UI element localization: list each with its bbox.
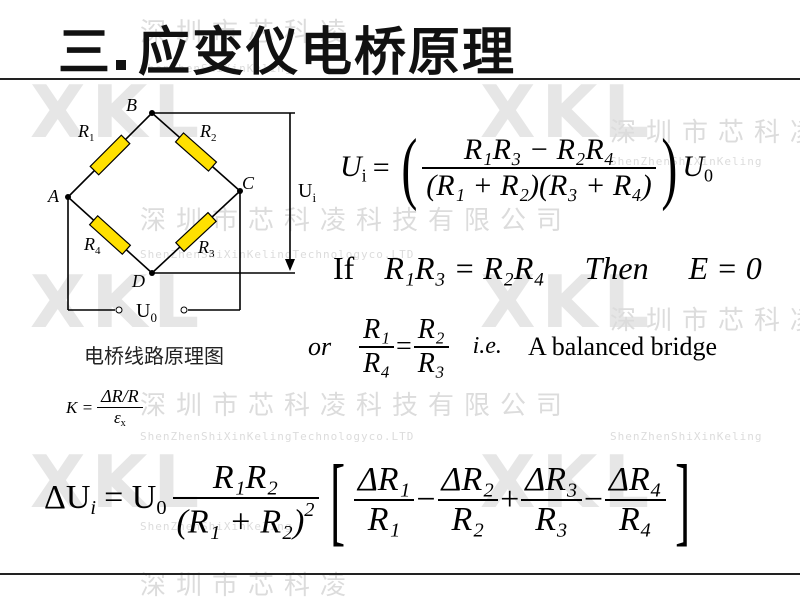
resistor-r2 [174, 132, 218, 172]
eq2-bracket-left: [ [329, 444, 345, 555]
watermark-company-cn: 深圳市芯科凌 [140, 18, 357, 48]
eq1-equals: = [372, 151, 390, 184]
eq2-op-3: − [583, 481, 604, 518]
node-d-label: D [131, 271, 145, 291]
balance-ie: i.e. [472, 333, 502, 360]
condition-rhs: E = 0 [688, 250, 762, 286]
node-b-label: B [126, 95, 137, 115]
equation-ui: Ui = ( R₁R₃ − R₂R₄ (R₁ + R₂)(R₃ + R₄) ) … [340, 128, 713, 208]
condition-if: If [333, 250, 355, 286]
eq2-op-2: + [500, 481, 520, 518]
eq2-term-3: ΔR₃ R₃ [521, 461, 582, 539]
watermark-company-en: ShenZhenShiXinKelingTechnologyco.LTD [140, 248, 415, 261]
balance-fraction-2: R₂ R₃ [413, 314, 449, 380]
eq2-lhs: ΔUi [44, 479, 97, 520]
watermark-logo: XKL [30, 260, 206, 344]
eq2-term-1: ΔR₁ R₁ [353, 461, 415, 539]
eq1-rhs: U0 [682, 149, 714, 186]
balance-text: A balanced bridge [527, 331, 718, 361]
gauge-lhs: K = [66, 397, 94, 417]
eq2-term-2: ΔR₂ R₂ [437, 461, 499, 539]
resistor-r4 [88, 214, 132, 256]
title-number: 三 [58, 23, 113, 83]
watermark-company-cn: 深圳市芯科凌 [610, 118, 800, 148]
footer-line [0, 573, 800, 575]
condition-then: Then [584, 250, 649, 286]
eq1-fraction: R₁R₃ − R₂R₄ (R₁ + R₂)(R₃ + R₄) [422, 133, 656, 203]
watermark-logo: XKL [480, 70, 656, 154]
watermark-logo: XKL [30, 70, 206, 154]
bridge-circuit-diagram: A B C D R1 R2 R4 R3 Ui U0 [47, 95, 316, 325]
node-a-label: A [47, 186, 60, 206]
watermark-company-cn: 深圳市芯科凌科技有限公司 [140, 391, 573, 421]
eq1-fraction-bar [422, 167, 656, 169]
resistor-r3 [174, 211, 218, 253]
ui-label: Ui [298, 180, 316, 205]
circuit-caption: 电桥线路原理图 [84, 344, 224, 368]
condition-lhs: R₁R₃ = R₂R₄ [384, 250, 545, 286]
eq2-coefficient: R₁R₂ (R₁ + R₂)2 [172, 459, 319, 541]
title-text: 应变仪电桥原理 [138, 23, 517, 83]
watermark-company-cn: 深圳市芯科凌 [610, 306, 800, 336]
balance-ratio: or R₁ R₄ = R₂ R₃ i.e. A balanced bridge [308, 314, 717, 380]
watermark-logo: XKL [30, 440, 206, 524]
equation-delta-ui: ΔUi = U0 R₁R₂ (R₁ + R₂)2 [ ΔR₁ R₁ − ΔR₂ … [44, 450, 699, 550]
resistor-r1 [89, 134, 131, 176]
balance-fraction-1: R₁ R₄ [359, 314, 394, 380]
r1-label: R1 [77, 121, 95, 144]
balance-or: or [308, 331, 332, 361]
gauge-fraction: ΔR/R εx [97, 386, 143, 429]
u0-label: U0 [136, 300, 157, 325]
watermark-company-en: ShenZhenShiXinKeling [610, 155, 763, 168]
watermark-company-en: ShenZhenShiXinKeling [140, 520, 293, 533]
watermark-company-cn: 深圳市芯科凌 [140, 571, 357, 601]
r2-label: R2 [199, 121, 217, 144]
balance-condition: If R₁R₃ = R₂R₄ Then E = 0 [333, 250, 762, 287]
eq1-numerator: R₁R₃ − R₂R₄ [463, 133, 615, 166]
balance-equals: = [395, 330, 412, 362]
eq1-denominator: (R₁ + R₂)(R₃ + R₄) [426, 169, 652, 202]
eq2-op-1: − [416, 481, 436, 518]
r3-label: R3 [197, 237, 215, 260]
eq1-paren-left: ( [400, 124, 417, 212]
title-bullet [116, 60, 127, 70]
watermark-logo: XKL [480, 260, 656, 344]
r4-label: R4 [83, 234, 101, 257]
title-underline [0, 78, 800, 80]
node-c-label: C [242, 173, 255, 193]
eq2-bracket-right: ] [674, 444, 690, 555]
eq2-equals-u0: = U0 [104, 479, 167, 520]
eq1-lhs: Ui [340, 149, 367, 186]
page-title: 三应变仪电桥原理 [58, 10, 516, 85]
watermark-company-en: ShenZhenShiXinKelingTechnologyco.LTD [140, 430, 415, 443]
watermark-company-en: ShenZhenShiXinKeling [140, 62, 293, 75]
eq1-paren-right: ) [661, 124, 678, 212]
gauge-factor-formula: K = ΔR/R εx [66, 386, 143, 429]
watermark-logo: XKL [480, 440, 656, 524]
eq2-term-4: ΔR₄ R₄ [605, 461, 666, 539]
watermark-company-en: ShenZhenShiXinKeling [610, 430, 763, 443]
